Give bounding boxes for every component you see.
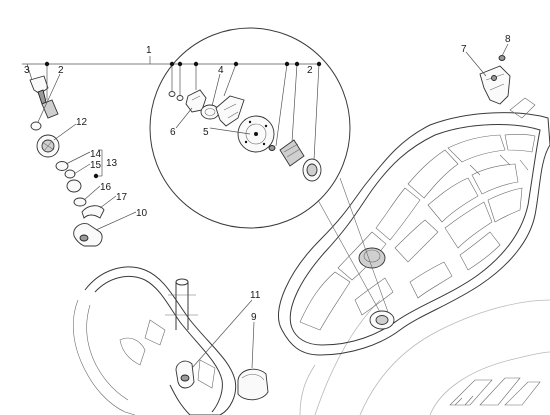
callout-3: 3	[24, 65, 30, 76]
callout-9: 9	[251, 312, 257, 323]
screw-part-8	[498, 55, 506, 61]
leader-lines	[22, 43, 509, 369]
ring-part-14	[55, 161, 69, 171]
callout-1: 1	[146, 45, 152, 56]
callout-8: 8	[505, 34, 511, 45]
cylinder-part-13	[66, 179, 82, 193]
clip-part-17	[81, 205, 105, 219]
callout-17: 17	[116, 192, 128, 203]
lock-cylinder	[279, 139, 305, 167]
ring-part-15	[64, 169, 76, 179]
callout-7: 7	[461, 44, 467, 55]
callout-12: 12	[76, 117, 88, 128]
callout-15: 15	[90, 160, 102, 171]
clamp-part-10	[73, 223, 103, 247]
scooter-body	[277, 97, 550, 415]
lock-bracket	[215, 95, 245, 127]
bottom-parts	[175, 360, 269, 401]
leader-dots	[44, 61, 322, 179]
latch-part-7	[479, 65, 511, 105]
leg-shield-frame	[73, 266, 237, 415]
cover-part-9	[237, 368, 269, 401]
small-washer	[176, 95, 184, 101]
callout-labels: 1 3 2 4 2 6 5 7 8 12 14 15 13 16 17 10 1…	[24, 34, 511, 323]
ring-part-4	[200, 104, 220, 120]
lock-assembly-detail	[168, 89, 322, 182]
barrel-part-2	[41, 99, 59, 119]
callout-16: 16	[100, 182, 112, 193]
seat-latch-parts	[479, 55, 511, 105]
fuel-cap	[358, 247, 386, 269]
spring-part-16	[73, 197, 87, 207]
callout-10: 10	[136, 208, 148, 219]
callout-2-left: 2	[58, 65, 64, 76]
callout-4: 4	[218, 65, 224, 76]
pin	[268, 145, 276, 151]
callout-2-right: 2	[307, 65, 313, 76]
o-ring	[30, 121, 42, 131]
callout-6: 6	[170, 127, 176, 138]
detail-circle	[149, 27, 351, 229]
callout-5: 5	[203, 127, 209, 138]
callout-13: 13	[106, 158, 118, 169]
key-part-3	[29, 75, 49, 95]
small-washer	[168, 91, 176, 97]
detail-magnifier	[149, 27, 389, 313]
callout-14: 14	[90, 149, 102, 160]
callout-11: 11	[250, 290, 261, 301]
